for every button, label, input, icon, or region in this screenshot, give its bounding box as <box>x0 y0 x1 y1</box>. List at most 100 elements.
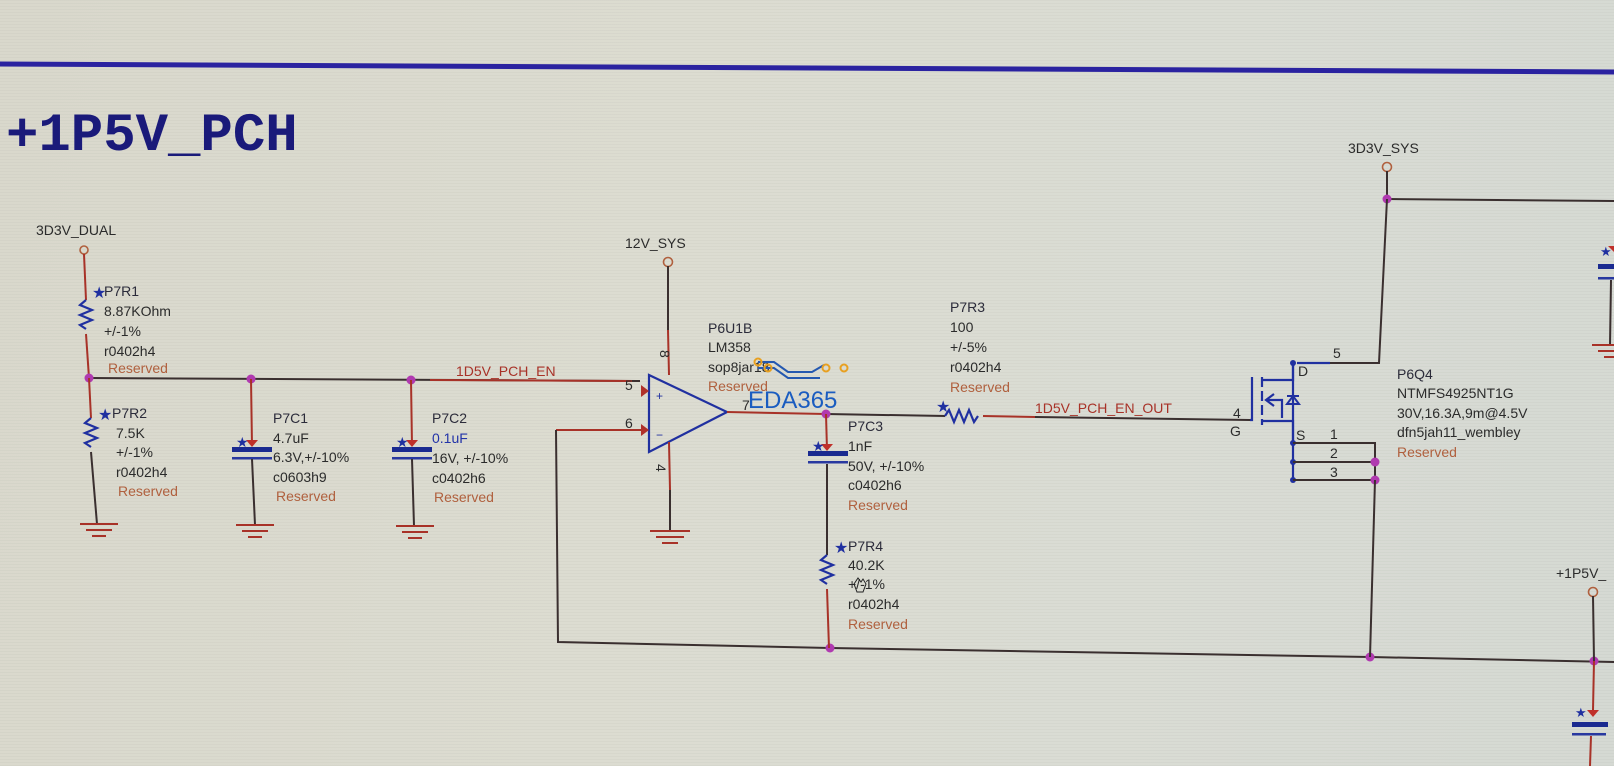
opamp-P6U1B[interactable]: + − 5 6 7 8 4 P6U1B LM358 sop8jar18 Rese… <box>625 320 770 472</box>
ref-designator: P7C2 <box>432 410 467 426</box>
net-label-1d5v-pch-en[interactable]: 1D5V_PCH_EN <box>456 363 556 379</box>
pin-dot-icon <box>1290 360 1296 366</box>
ref-designator: P7R2 <box>112 405 147 421</box>
ref-designator: P7C3 <box>848 418 883 434</box>
wire <box>85 333 90 379</box>
net-label-1d5v-pch-en-out[interactable]: 1D5V_PCH_EN_OUT <box>1035 400 1172 416</box>
resistor-P7R2[interactable]: ★ P7R2 7.5K +/-1% r0402h4 Reserved <box>82 405 178 499</box>
reserved-star-icon: ★ <box>236 434 249 450</box>
capacitor-plate-icon <box>808 451 848 456</box>
watermark-pad-icon <box>753 357 763 367</box>
reserved-star-icon: ★ <box>396 434 409 450</box>
power-port-circle-icon <box>1381 161 1393 173</box>
capacitor-P7C3[interactable]: ★ P7C3 1nF 50V, +/-10% c0402h6 Reserved <box>808 418 924 513</box>
pin-label-drain: D <box>1298 363 1308 379</box>
power-port-label: 12V_SYS <box>625 235 686 251</box>
mouse-cursor-icon <box>853 577 867 593</box>
wire <box>410 379 413 447</box>
pin-number: 5 <box>1333 345 1341 361</box>
wire <box>1369 656 1614 663</box>
watermark-pad-icon <box>839 363 849 373</box>
capacitor-plate-icon <box>1598 277 1614 280</box>
ref-designator: P7R3 <box>950 299 985 315</box>
power-port-3d3v-dual[interactable]: 3D3V_DUAL <box>36 222 116 255</box>
junction-dot <box>1370 457 1380 467</box>
pin-number: 4 <box>1233 405 1241 421</box>
component-rating: 30V,16.3A,9m@4.5V <box>1397 405 1528 421</box>
component-value: LM358 <box>708 339 751 355</box>
watermark-pad-icon <box>763 363 773 373</box>
component-footprint: dfn5jah11_wembley <box>1397 424 1521 440</box>
capacitor-P7C2[interactable]: ★ P7C2 0.1uF 16V, +/-10% c0402h6 Reserve… <box>392 410 508 505</box>
wire <box>825 413 946 417</box>
ref-designator: P7R1 <box>104 283 139 299</box>
mosfet-P6Q4[interactable]: 4 G D S 5 1 2 3 P6Q4 NTMFS4925NT1G 30V,1… <box>1230 345 1528 483</box>
component-status: Reserved <box>276 488 336 504</box>
component-rating: 6.3V,+/-10% <box>273 449 349 465</box>
watermark-trace-icon <box>758 367 820 379</box>
junction-dot <box>825 643 835 653</box>
resistor-P7R3[interactable]: ★ P7R3 100 +/-5% r0402h4 Reserved <box>936 299 1010 425</box>
wire-opamp-out <box>726 411 827 415</box>
reserved-star-icon: ★ <box>98 407 112 424</box>
gate-plate-icon <box>1250 377 1254 422</box>
watermark: EDA365 <box>748 357 849 414</box>
component-status: Reserved <box>108 360 168 376</box>
input-arrow-icon <box>641 424 649 436</box>
wire-1d5v-pch-en-red <box>429 379 633 382</box>
power-port-12v-sys[interactable]: 12V_SYS <box>625 235 686 268</box>
component-status: Reserved <box>848 616 908 632</box>
capacitor-plate-icon <box>232 447 272 452</box>
power-port-1p5v[interactable]: +1P5V_ <box>1556 565 1606 598</box>
pin-number: 7 <box>742 397 750 413</box>
component-status: Reserved <box>950 379 1010 395</box>
component-footprint: c0402h6 <box>432 470 486 486</box>
resistor-symbol-icon <box>944 407 979 425</box>
wire <box>90 451 98 525</box>
ground-symbol-icon <box>650 530 690 544</box>
resistor-symbol-icon <box>77 299 95 330</box>
pin-number: 2 <box>1330 445 1338 461</box>
component-value: 7.5K <box>116 425 145 441</box>
component-status: Reserved <box>118 483 178 499</box>
body-arrow-line-icon <box>1266 398 1284 418</box>
power-port-label: 3D3V_SYS <box>1348 140 1419 156</box>
pin-number: 8 <box>657 350 673 358</box>
component-status: Reserved <box>1397 444 1457 460</box>
wire <box>251 458 256 526</box>
component-value: 40.2K <box>848 557 885 573</box>
polarity-marker-icon <box>1587 710 1599 717</box>
pin-label-gate: G <box>1230 423 1241 439</box>
wire <box>1592 595 1595 662</box>
component-footprint: r0402h4 <box>104 343 156 359</box>
component-status: Reserved <box>434 489 494 505</box>
capacitor-plate-icon <box>392 457 432 460</box>
resistor-P7R1[interactable]: ★ P7R1 8.87KOhm +/-1% r0402h4 Reserved <box>77 283 171 376</box>
polarity-marker-icon <box>246 440 258 447</box>
power-port-3d3v-sys[interactable]: 3D3V_SYS <box>1348 140 1419 173</box>
capacitor-plate-icon <box>232 457 272 460</box>
wire <box>88 377 92 419</box>
reserved-star-icon: ★ <box>1600 244 1612 259</box>
wire-3d3v-sys-rail <box>1386 198 1614 202</box>
ground-symbol-icon <box>236 524 274 538</box>
resistor-symbol-icon <box>82 417 100 448</box>
ref-designator: P7C1 <box>273 410 308 426</box>
sheet-title: +1P5V_PCH <box>6 106 298 167</box>
component-tolerance: +/-1% <box>116 444 153 460</box>
component-footprint: c0402h6 <box>848 477 902 493</box>
component-footprint: r0402h4 <box>950 359 1002 375</box>
power-port-circle-icon <box>1587 586 1599 598</box>
wire <box>250 378 253 447</box>
resistor-P7R4[interactable]: ★ P7R4 40.2K +/-1% r0402h4 Reserved <box>818 538 908 632</box>
component-value: 100 <box>950 319 974 335</box>
power-port-circle-icon <box>662 256 674 268</box>
input-arrow-icon <box>641 385 649 397</box>
wire <box>667 329 670 376</box>
drain-connect-icon <box>1262 363 1295 382</box>
opamp-plus-sign: + <box>656 389 663 403</box>
power-port-circle-icon <box>79 245 89 255</box>
component-value: 8.87KOhm <box>104 303 171 319</box>
capacitor-P7C1[interactable]: ★ P7C1 4.7uF 6.3V,+/-10% c0603h9 Reserve… <box>232 410 349 504</box>
